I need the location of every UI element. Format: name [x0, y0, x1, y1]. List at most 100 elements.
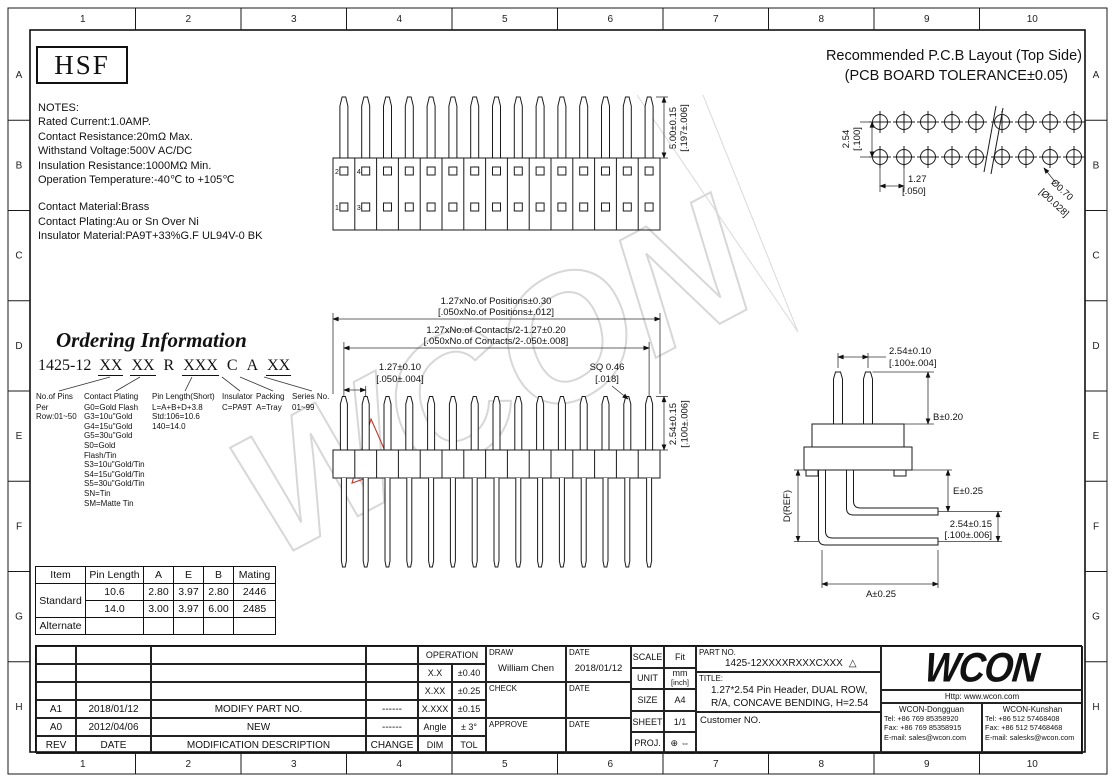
revision-header: REV [36, 736, 76, 754]
note-line: Rated Current:1.0AMP. [38, 116, 151, 129]
header-pin-tail [384, 478, 391, 568]
dim-table-cell [143, 617, 174, 635]
dim-table-cell [85, 617, 144, 635]
border-col-label: 5 [502, 14, 508, 25]
header-pin [470, 396, 479, 450]
dim-positions-in: [.050xNo.of Positions±.012] [438, 307, 554, 318]
dim-contacts-mm: 1.27xNo.of Contacts/2-1.27±0.20 [426, 325, 565, 336]
ordering-field: XX [266, 357, 292, 376]
note-line: Insulation Resistance:1000MΩ Min. [38, 159, 212, 172]
revision-empty-cell [76, 646, 151, 664]
side-pin [833, 371, 843, 424]
header-pin-tail [471, 478, 478, 568]
note-line: Contact Plating:Au or Sn Over Ni [38, 215, 199, 228]
sign-approve-date: DATE [566, 718, 631, 754]
ordering-column-header: Contact Plating [84, 392, 139, 401]
dim-b: B±0.20 [933, 412, 963, 423]
pin-number: 3 [357, 205, 361, 212]
operation-tol: ±0.40 [452, 664, 486, 682]
revision-empty-cell [151, 646, 366, 664]
office-email: E-mail: salesks@wcon.com [985, 732, 1075, 742]
revision-empty-cell [36, 646, 76, 664]
header-pin [644, 96, 654, 158]
title-cell: TITLE: 1.27*2.54 Pin Header, DUAL ROW, R… [696, 672, 881, 712]
contact-window [383, 166, 392, 176]
dim-main-height-in: [.100±.006] [680, 400, 691, 447]
dim-contacts-in: [.050xNo.of Contacts/2-.050±.008] [424, 336, 569, 347]
side-body-lower [803, 446, 913, 471]
ordering-column-header: Insulator [222, 392, 253, 401]
operation-tol: ± 3° [452, 718, 486, 736]
revision-empty-cell [151, 664, 366, 682]
border-col-label: 7 [713, 14, 719, 25]
border-col-label: 7 [713, 759, 719, 770]
ordering-column-line: G3=10u"Gold [84, 412, 133, 422]
border-row-label: A [16, 70, 23, 81]
side-pin [863, 371, 873, 424]
contact-window [339, 202, 349, 212]
border-row-label: G [15, 612, 23, 623]
operation-dim: X.XX [418, 682, 452, 700]
revision-rev: A1 [36, 700, 76, 718]
main-view-body [332, 449, 661, 479]
revision-date: 2012/04/06 [76, 718, 151, 736]
customer-cell: Customer NO. [696, 712, 881, 754]
border-col-label: 9 [924, 14, 930, 25]
revision-empty-cell [36, 664, 76, 682]
dim-pcb-row-pitch-in: [.100] [852, 127, 863, 151]
contact-window [513, 166, 523, 176]
ordering-column-header: No.of Pins [36, 392, 73, 401]
contact-window [492, 202, 501, 212]
contact-window [644, 202, 654, 212]
revision-header: DATE [76, 736, 151, 754]
office-dongguan: WCON-Dongguan Tel: +86 769 85358920 Fax:… [881, 703, 982, 754]
contact-window [622, 166, 632, 176]
contact-window [535, 202, 545, 212]
front-view: 2 4 1 3 5.00±0.15 [.197±.006] [332, 96, 690, 231]
notes: NOTES: Rated Current:1.0AMP.Contact Resi… [38, 101, 338, 244]
contact-window [535, 166, 545, 176]
part-no-cell: PART NO. 1425-12XXXXRXXXCXXX△ [696, 646, 881, 672]
revision-empty-cell [366, 664, 418, 682]
dim-a: A±0.25 [866, 589, 896, 600]
pcb-layout-title-line1: Recommended P.C.B Layout (Top Side) [825, 48, 1082, 64]
dim-table-cell: 2446 [233, 583, 276, 601]
border-row-label: H [15, 702, 22, 713]
header-pin [361, 396, 370, 450]
company-logo-cell: WCON [881, 646, 1083, 690]
sign-draw-label: DRAW [489, 648, 514, 657]
ordering-column-line: 01~99 [292, 402, 315, 412]
sign-check-label: CHECK [489, 684, 518, 693]
dim-main-height-mm: 2.54±0.15 [668, 403, 679, 445]
ordering-column-line: G0=Gold Flash [84, 402, 139, 412]
header-pin [601, 96, 610, 158]
company-url-cell: Http: www.wcon.com [881, 690, 1083, 703]
dim-front-height-in: [.197±.006] [679, 104, 690, 151]
header-pin [513, 96, 523, 158]
header-pin [557, 96, 567, 158]
side-body-foot [805, 469, 819, 477]
dim-side-pitch-in: [.100±.004] [889, 358, 936, 369]
dim-table-cell: 3.97 [173, 600, 204, 618]
border-row-label: D [15, 341, 22, 352]
revision-change: ------ [366, 700, 418, 718]
contact-window [448, 166, 458, 176]
revision-date: 2018/01/12 [76, 700, 151, 718]
revision-flag-icon: △ [848, 658, 857, 669]
dim-table-cell: 2.80 [203, 583, 234, 601]
pin-number: 4 [357, 169, 361, 176]
border-row-label: C [1092, 251, 1099, 262]
ordering-field: XXX [182, 357, 219, 376]
sign-approve-date-label: DATE [569, 720, 590, 729]
revision-rev: A0 [36, 718, 76, 736]
dim-table-header: B [203, 566, 234, 584]
contact-window [404, 202, 414, 212]
header-pin [404, 96, 414, 158]
sign-check-date-label: DATE [569, 684, 590, 693]
note-line: Contact Resistance:20mΩ Max. [38, 130, 193, 143]
ordering-leader-lines [58, 376, 313, 392]
